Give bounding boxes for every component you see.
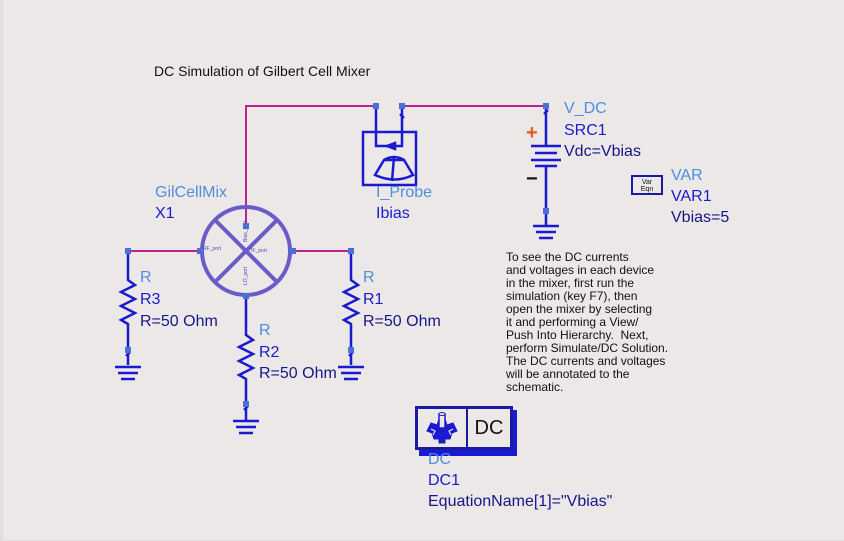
probe-instance-label: Ibias <box>376 205 410 222</box>
schematic-wiring: RF_port IF_port LO_port Bias_port <box>115 103 561 435</box>
var-eqn-icon-line2: Eqn <box>640 186 654 193</box>
simulation-gear-icon <box>418 409 468 447</box>
var-eqn-icon[interactable]: Var Eqn <box>631 175 663 195</box>
probe-type-label: I_Probe <box>376 184 433 201</box>
r2-param-label: R=50 Ohm <box>259 365 337 382</box>
vdc-type-label: V_DC <box>564 100 607 117</box>
r2-type-label: R <box>259 322 271 339</box>
instruction-note: To see the DC currents and voltages in e… <box>506 250 669 394</box>
mixer-port-labels: RF_port IF_port LO_port Bias_port <box>203 220 267 285</box>
mixer-port-lo: LO_port <box>243 266 249 285</box>
r2-instance-label: R2 <box>259 344 280 361</box>
dc-simulation-controller[interactable]: DC <box>415 406 517 456</box>
var-eqn-icon-line1: Var <box>641 179 653 186</box>
r3-param-label: R=50 Ohm <box>140 313 218 330</box>
ground-r1 <box>338 365 364 381</box>
vdc-instance-label: SRC1 <box>564 122 607 139</box>
mixer-type-label: GilCellMix <box>155 184 227 201</box>
wire-mixer-to-probe[interactable] <box>245 105 376 226</box>
ground-vdc <box>533 224 559 240</box>
mixer-port-rf: RF_port <box>203 246 222 252</box>
mixer-port-bias: Bias_port <box>243 220 249 242</box>
var-param-label: Vbias=5 <box>671 209 730 226</box>
var-instance-label: VAR1 <box>671 188 712 205</box>
var-type-label: VAR <box>671 167 703 184</box>
dc-instance-label: DC1 <box>428 472 461 489</box>
mixer-instance-label: X1 <box>155 205 175 222</box>
r1-instance-label: R1 <box>363 291 384 308</box>
r3-instance-label: R3 <box>140 291 161 308</box>
current-probe-symbol[interactable] <box>361 106 418 187</box>
pin-markers <box>125 103 549 407</box>
mixer-port-if: IF_port <box>251 248 267 254</box>
vdc-minus-sign: − <box>526 168 538 190</box>
vdc-param-label: Vdc=Vbias <box>564 143 641 160</box>
r1-type-label: R <box>363 269 375 286</box>
dc-type-label: DC <box>428 451 452 468</box>
r1-param-label: R=50 Ohm <box>363 313 441 330</box>
vdc-plus-sign: + <box>526 122 538 144</box>
ground-r3 <box>115 365 141 381</box>
dc-param-label: EquationName[1]="Vbias" <box>428 493 613 510</box>
ground-r2 <box>233 419 259 435</box>
dc-box-label: DC <box>474 416 504 439</box>
dc-voltage-source-symbol[interactable] <box>531 106 561 226</box>
r3-type-label: R <box>140 269 152 286</box>
schematic-title: DC Simulation of Gilbert Cell Mixer <box>154 63 371 79</box>
